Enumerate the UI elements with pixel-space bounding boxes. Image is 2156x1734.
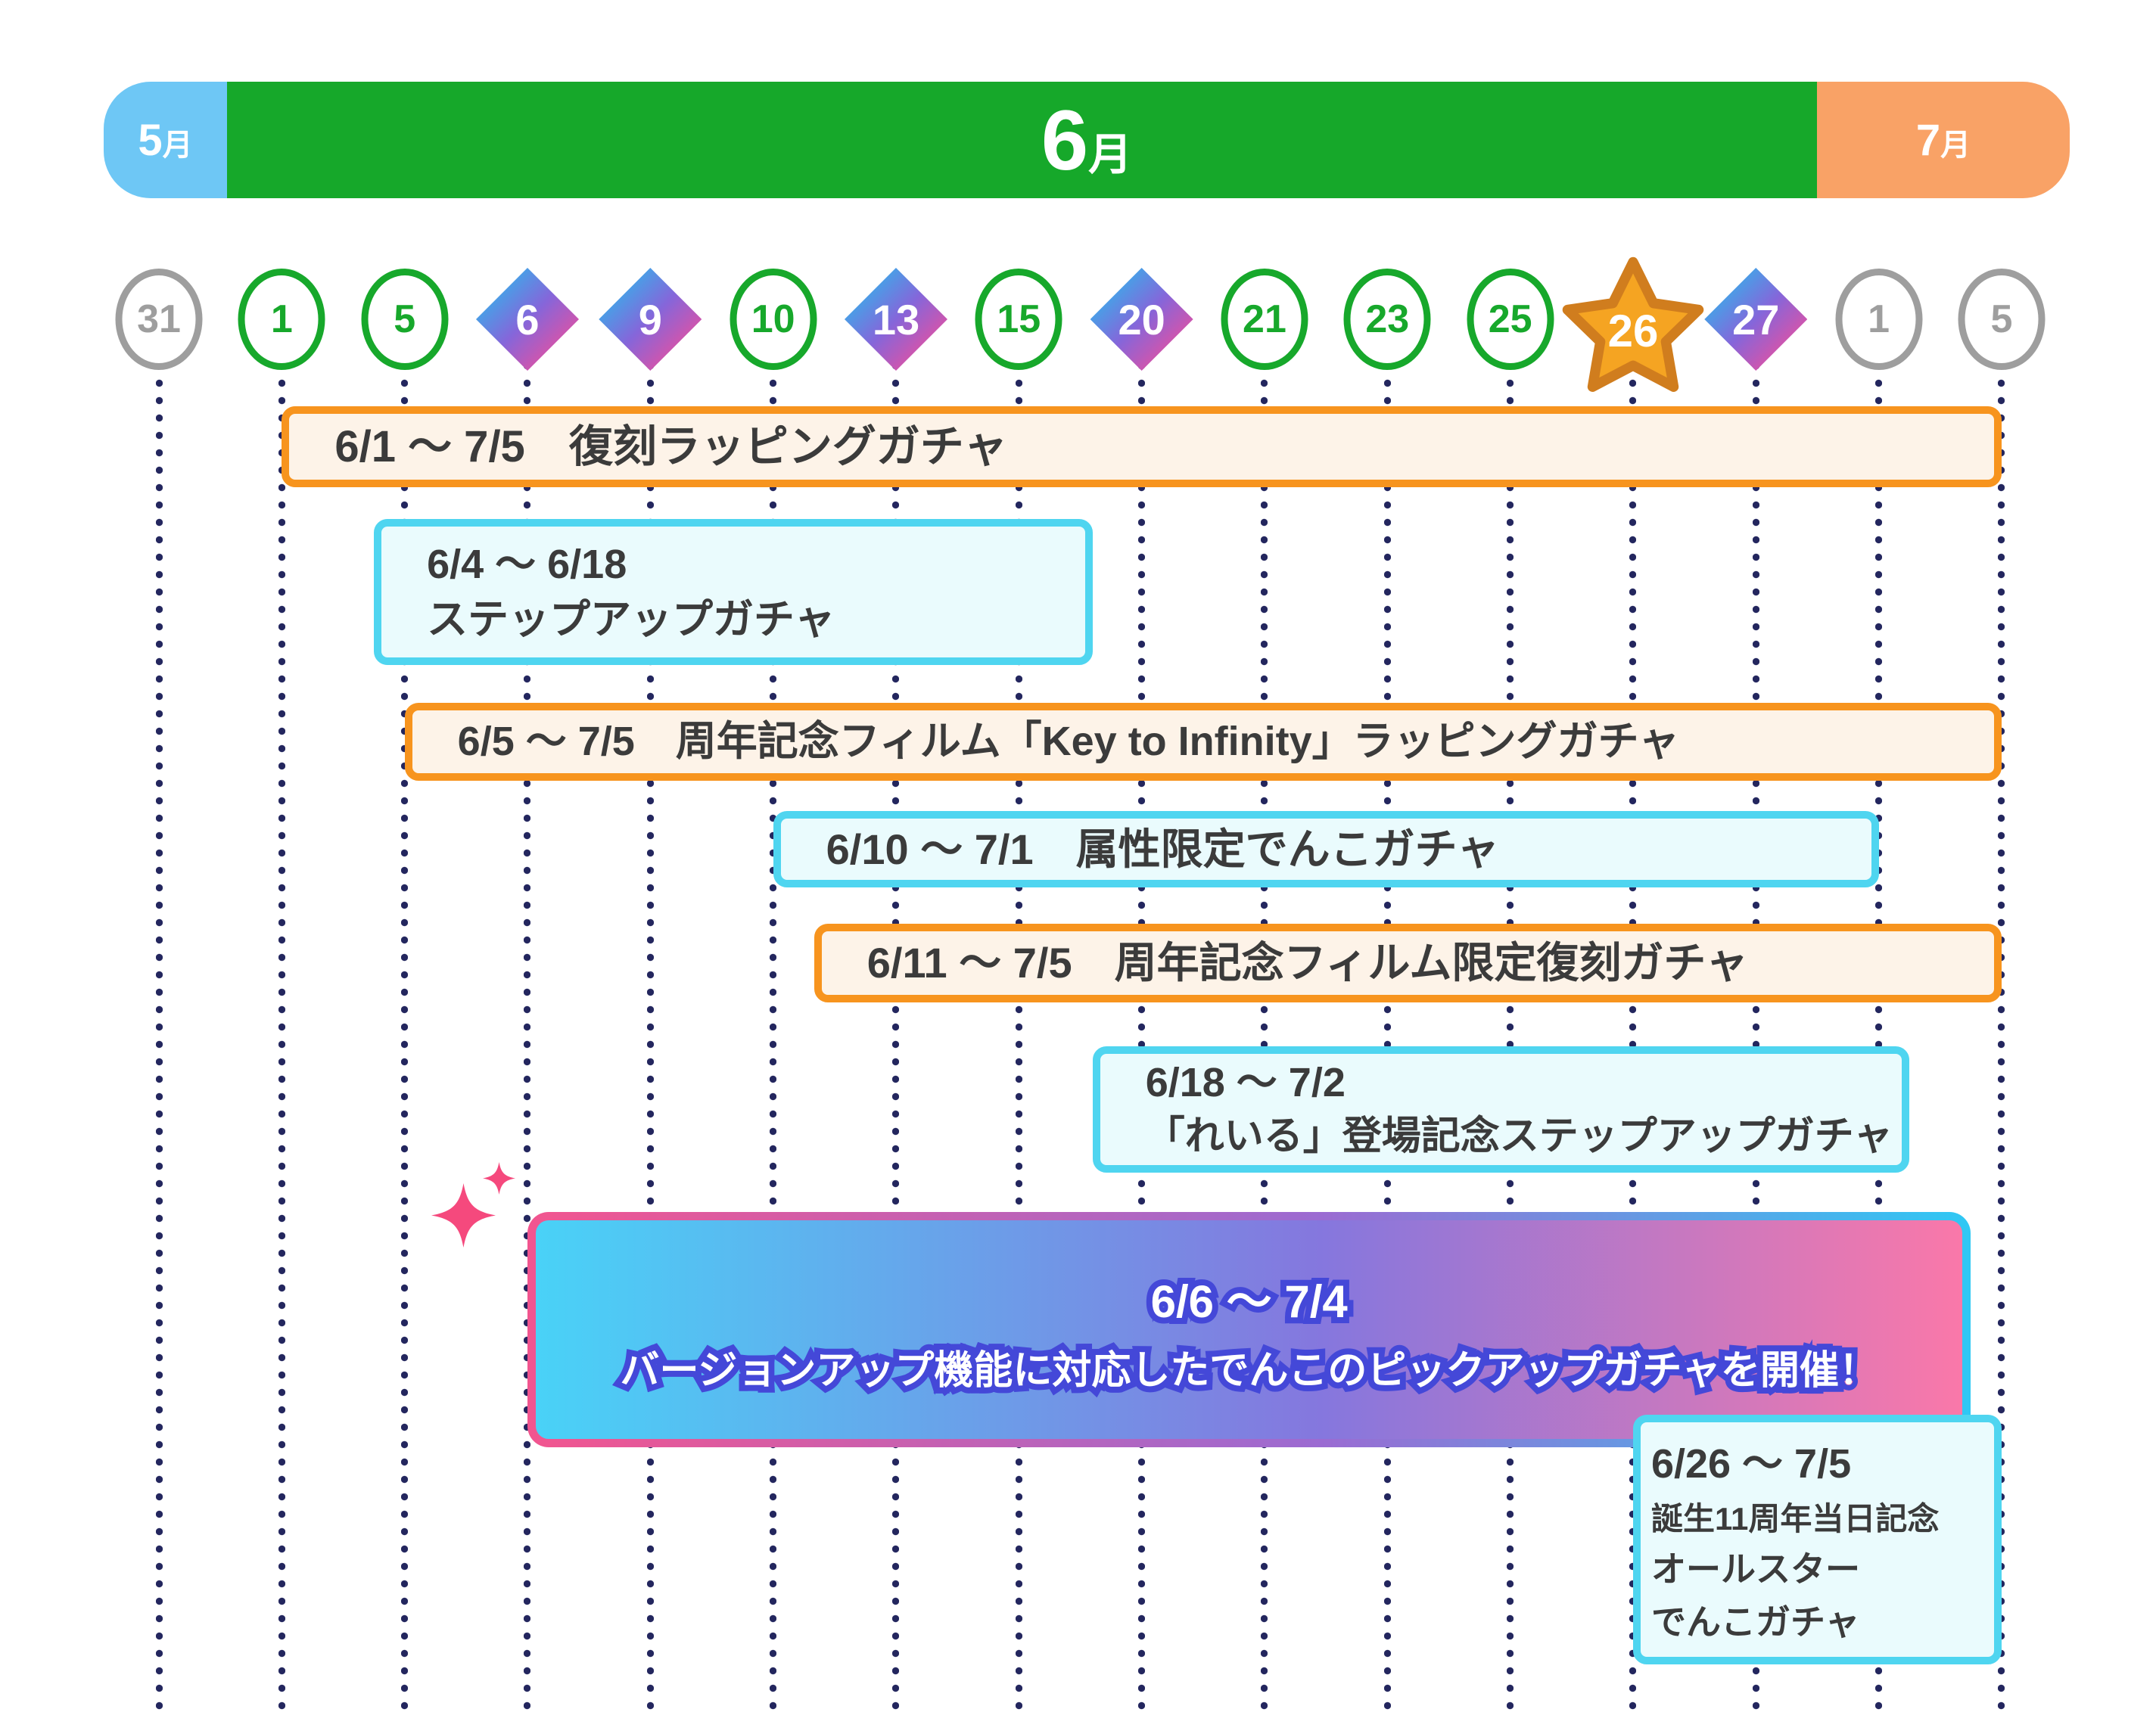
date-marker-label: 10	[751, 297, 795, 341]
month-segment-june	[227, 82, 1817, 198]
dotted-gridline	[1629, 362, 1637, 1716]
date-marker-circle: 25	[1467, 269, 1554, 370]
event-bar-line: オールスター	[1650, 1549, 1860, 1589]
dotted-gridline	[155, 362, 163, 1716]
dotted-gridline	[1015, 362, 1022, 1716]
date-marker-label: 9	[638, 295, 662, 343]
date-marker-label: 27	[1732, 295, 1780, 343]
event-bar-line: 6/5 ～ 7/5 周年記念フィルム「Key to Infinity」ラッピング…	[457, 719, 1680, 765]
event-bar: 6/18 ～ 7/2 「れいる」登場記念ステップアップガチャ	[1092, 1046, 1910, 1173]
event-bar-line: 6/18 ～ 7/2	[1145, 1060, 1346, 1106]
event-bar-line-outline: バージョンアップ機能に対応したでんこのピックアップガチャを開催！	[614, 1343, 1884, 1399]
star-icon	[1562, 256, 1704, 392]
dotted-gridline	[770, 362, 777, 1716]
dotted-gridline	[1383, 362, 1391, 1716]
month-june-number: 6	[1041, 92, 1089, 188]
dotted-gridline	[646, 362, 654, 1716]
dotted-gridline	[892, 362, 900, 1716]
date-marker-label: 21	[1243, 297, 1286, 341]
date-marker-diamond: 9	[599, 268, 702, 371]
date-marker-label: 1	[270, 297, 293, 341]
event-bar-line: バージョンアップ機能に対応したでんこのピックアップガチャを開催！バージョンアップ…	[614, 1338, 1884, 1399]
dotted-gridline	[278, 362, 285, 1716]
event-bar: 6/10 ～ 7/1 属性限定でんこガチャ	[773, 811, 1879, 887]
event-bar: 6/1 ～ 7/5 復刻ラッピングガチャ	[282, 406, 2002, 487]
date-marker-label: 5	[394, 297, 416, 341]
date-marker-star: 26	[1561, 256, 1705, 396]
dotted-gridline	[1261, 362, 1268, 1716]
event-bar-line-outline: 6/6 ～ 7/4	[1145, 1270, 1354, 1333]
date-marker-circle: 10	[730, 269, 817, 370]
date-marker-label: 5	[1990, 297, 2013, 341]
date-marker-diamond: 13	[844, 268, 947, 371]
event-bar: 6/26 ～ 7/5 誕生11周年当日記念オールスターでんこガチャ	[1632, 1415, 2002, 1664]
sparkle-icon	[431, 1162, 515, 1248]
date-marker-circle: 5	[361, 269, 449, 370]
date-marker-label: 15	[997, 297, 1041, 341]
date-marker-circle: 15	[975, 269, 1062, 370]
month-june-suffix: 月	[1088, 129, 1133, 179]
date-marker-label: 1	[1868, 297, 1890, 341]
event-bar-line: 6/1 ～ 7/5 復刻ラッピングガチャ	[334, 421, 1008, 471]
date-marker-circle: 1	[238, 269, 325, 370]
event-bar: 6/11 ～ 7/5 周年記念フィルム限定復刻ガチャ	[814, 924, 2002, 1002]
event-bar-line: 6/11 ～ 7/5 周年記念フィルム限定復刻ガチャ	[866, 939, 1748, 987]
event-bar-line: でんこガチャ	[1650, 1602, 1860, 1642]
date-marker-circle: 31	[115, 269, 203, 370]
dotted-gridline	[1138, 362, 1146, 1716]
month-may-number: 5	[138, 115, 163, 165]
date-marker-label: 25	[1488, 297, 1532, 341]
event-bar-line-text: バージョンアップ機能に対応したでんこのピックアップガチャを開催！	[620, 1348, 1878, 1393]
event-bar-line: ステップアップガチャ	[427, 596, 835, 642]
dotted-gridline	[524, 362, 531, 1716]
event-bar-line: 「れいる」登場記念ステップアップガチャ	[1145, 1114, 1893, 1158]
month-july-number: 7	[1915, 115, 1941, 165]
date-marker-diamond: 20	[1090, 268, 1193, 371]
dotted-gridline	[401, 362, 409, 1716]
dotted-gridline	[1752, 362, 1759, 1716]
event-bar-line-text: 6/6 ～ 7/4	[1150, 1276, 1348, 1327]
date-marker-label: 6	[515, 295, 540, 343]
dotted-gridline	[1507, 362, 1514, 1716]
event-bar-line: 6/10 ～ 7/1 属性限定でんこガチャ	[826, 825, 1500, 873]
dotted-gridline	[1998, 362, 2005, 1716]
date-marker-diamond: 27	[1704, 268, 1808, 371]
month-may-suffix: 月	[162, 128, 193, 162]
event-bar: 6/4 ～ 6/18 ステップアップガチャ	[374, 519, 1093, 665]
event-bar-line: 6/26 ～ 7/5	[1650, 1441, 1852, 1487]
date-marker-circle: 5	[1958, 269, 2046, 370]
date-marker-diamond: 6	[475, 268, 579, 371]
date-marker-label: 20	[1118, 295, 1165, 343]
month-july-suffix: 月	[1940, 128, 1971, 162]
event-bar-line: 誕生11周年当日記念	[1650, 1501, 1940, 1537]
date-marker-circle: 1	[1835, 269, 1923, 370]
date-marker-label: 26	[1607, 305, 1659, 356]
event-bar-line: 6/4 ～ 6/18	[427, 542, 627, 588]
date-marker-label: 13	[872, 295, 920, 343]
date-marker-label: 31	[137, 297, 181, 341]
date-marker-circle: 23	[1343, 269, 1431, 370]
dotted-gridline	[1875, 362, 1883, 1716]
event-bar: 6/5 ～ 7/5 周年記念フィルム「Key to Infinity」ラッピング…	[404, 703, 2002, 781]
date-marker-circle: 21	[1221, 269, 1308, 370]
date-marker-label: 23	[1365, 297, 1410, 341]
